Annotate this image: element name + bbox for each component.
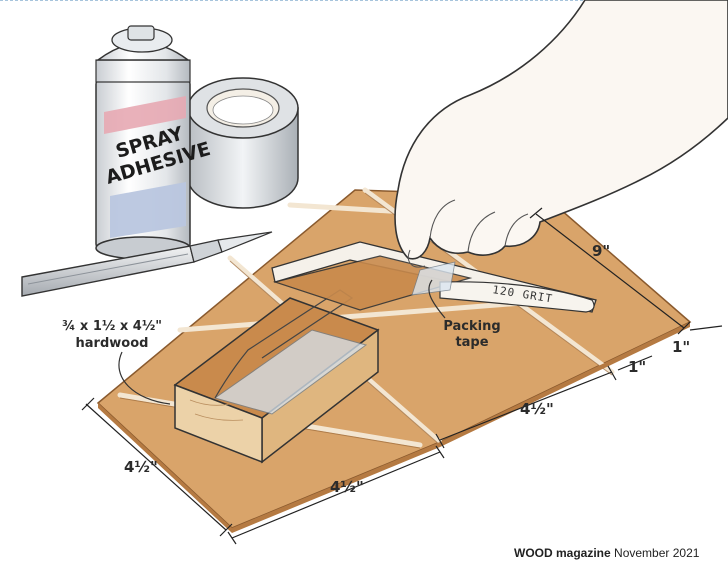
dimension-4half-bottom: 4½" bbox=[330, 478, 364, 496]
hardwood-block bbox=[173, 289, 380, 464]
sandpaper-strip: 120 GRIT bbox=[271, 241, 597, 313]
leader-hardwood bbox=[118, 351, 171, 405]
leader-packing-tape bbox=[428, 279, 446, 319]
spray-adhesive-can: SPRAY ADHESIVE bbox=[95, 25, 213, 260]
packing-tape-label-line1: Packing bbox=[443, 319, 500, 334]
dimension-4half-left: 4½" bbox=[124, 458, 158, 476]
block-end-grain bbox=[174, 383, 263, 464]
dimension-lines bbox=[81, 207, 723, 545]
duct-tape-roll bbox=[187, 77, 299, 209]
dimension-4half-right: 4½" bbox=[520, 400, 554, 418]
packing-tape-label-line2: tape bbox=[455, 335, 488, 350]
dimension-9-inch: 9" bbox=[592, 242, 610, 260]
magazine-credit: WOOD magazine November 2021 bbox=[514, 546, 699, 560]
hobby-knife bbox=[21, 231, 273, 297]
hardwood-size-label: ¾ x 1½ x 4½" bbox=[62, 319, 162, 334]
dimension-1-inch-mid: 1" bbox=[628, 358, 646, 376]
issue-date: November 2021 bbox=[614, 546, 700, 560]
hardwood-material-label: hardwood bbox=[76, 336, 149, 351]
dimension-1-inch-right: 1" bbox=[672, 338, 690, 356]
magazine-brand: WOOD magazine bbox=[514, 546, 611, 560]
top-border bbox=[0, 0, 728, 1]
hand bbox=[394, 0, 728, 268]
